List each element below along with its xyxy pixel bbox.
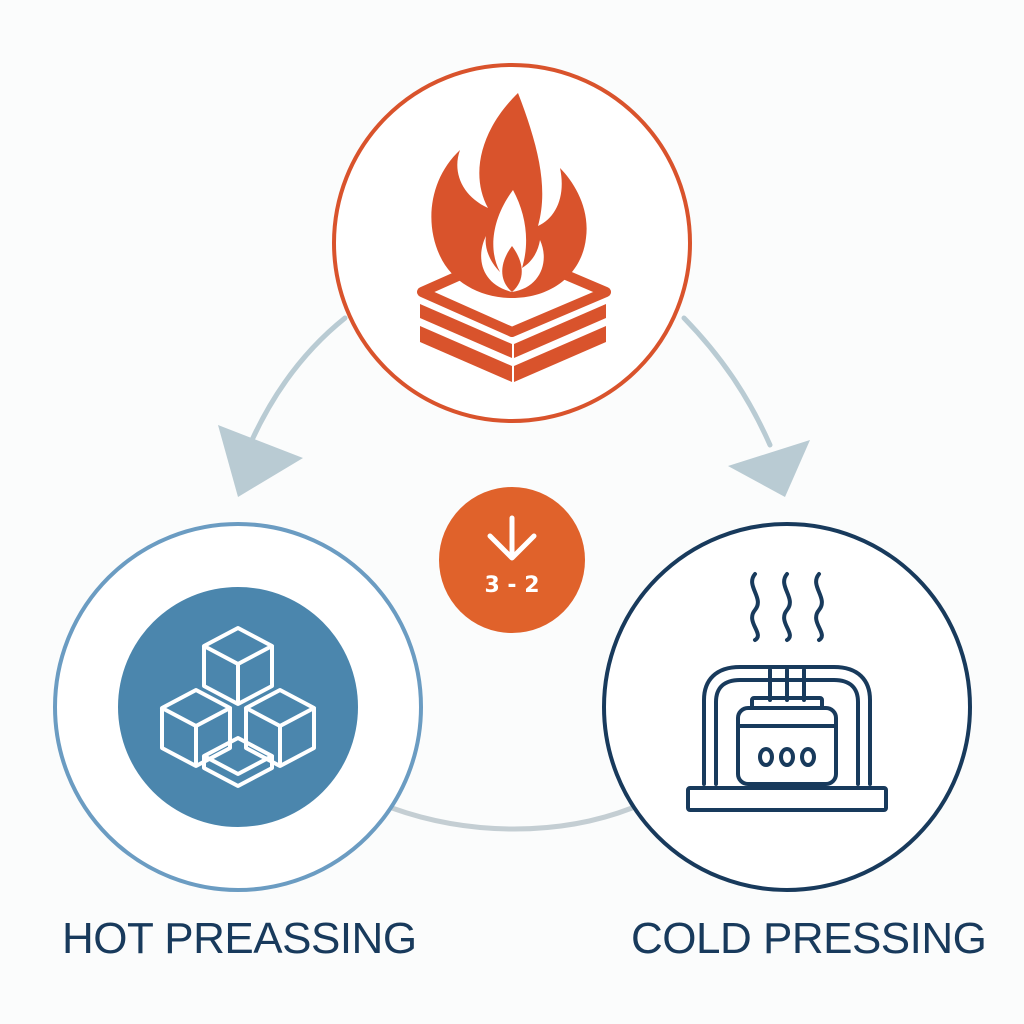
- flame-on-slab-icon: [417, 93, 611, 382]
- stacked-cubes-icon: [160, 626, 316, 788]
- connector-arcs: [218, 315, 810, 832]
- right-node: [602, 522, 972, 892]
- cold-pressing-label: COLD PRESSING: [631, 914, 987, 963]
- arc-left-to-right: [389, 805, 635, 832]
- left-node-fill: [118, 587, 358, 827]
- hot-pressing-label: HOT PREASSING: [62, 914, 417, 963]
- left-node: [53, 522, 423, 892]
- arrowhead-right: [728, 440, 810, 497]
- arrowhead-left: [218, 425, 303, 497]
- center-badge: 3 - 2: [439, 487, 585, 633]
- arc-top-to-right: [681, 315, 773, 448]
- press-machine-icon: [686, 572, 888, 812]
- down-arrow-icon: [487, 515, 537, 561]
- arc-top-to-left: [249, 315, 348, 443]
- top-node: [332, 63, 692, 423]
- badge-text: 3 - 2: [484, 573, 539, 598]
